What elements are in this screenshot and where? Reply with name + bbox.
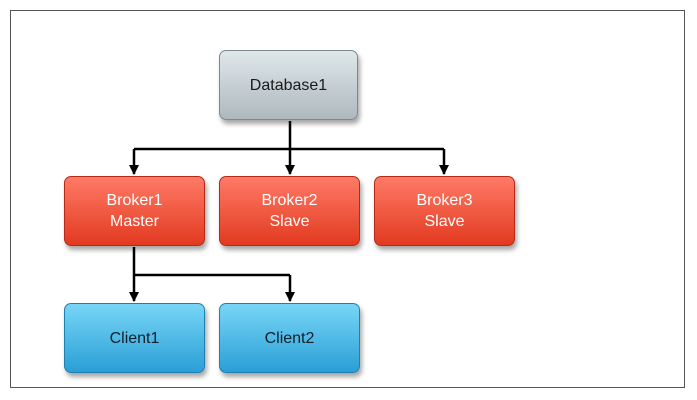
- broker2-label: Broker2 Slave: [261, 192, 318, 230]
- client2-node: Client2: [219, 303, 360, 373]
- client2-label: Client2: [264, 329, 315, 347]
- database-node: Database1: [219, 50, 358, 120]
- database-label: Database1: [249, 76, 328, 94]
- broker3-node: Broker3 Slave: [374, 176, 515, 246]
- broker1-node: Broker1 Master: [64, 176, 205, 246]
- client1-node: Client1: [64, 303, 205, 373]
- broker3-label: Broker3 Slave: [416, 192, 473, 230]
- client1-label: Client1: [109, 329, 160, 347]
- broker2-node: Broker2 Slave: [219, 176, 360, 246]
- broker1-label: Broker1 Master: [106, 192, 163, 230]
